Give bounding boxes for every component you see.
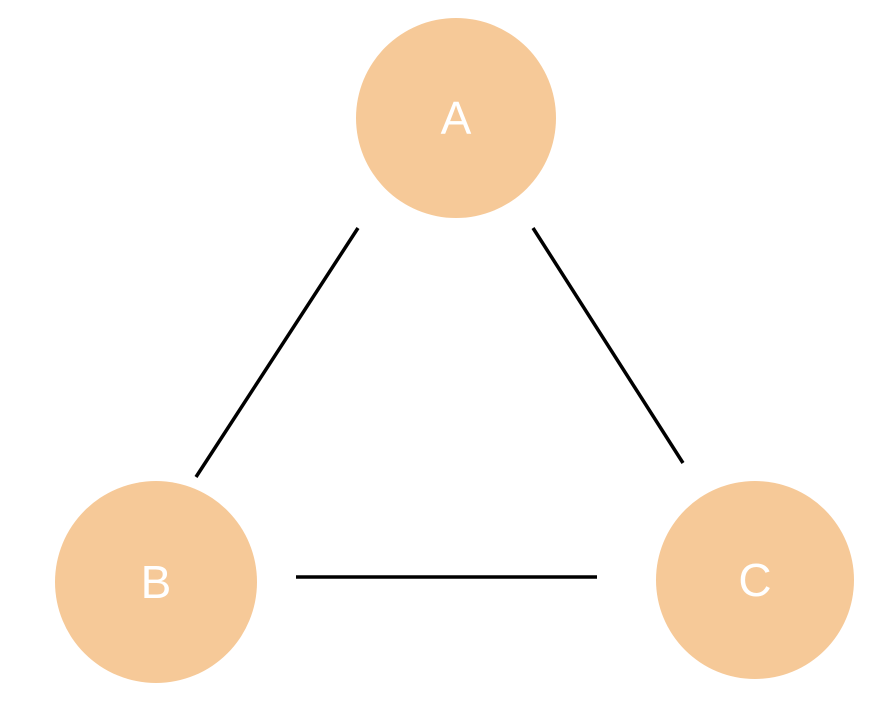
node-B-circle [55, 481, 257, 683]
node-C-label: C [738, 554, 771, 606]
node-C-circle [656, 481, 854, 679]
edge-A-B [194, 227, 360, 478]
node-C: C [656, 481, 854, 679]
node-B: B [55, 481, 257, 683]
node-A-label: A [441, 92, 472, 144]
edge-A-C [531, 227, 685, 464]
node-A-circle [356, 18, 556, 218]
node-B-label: B [141, 556, 172, 608]
node-A: A [356, 18, 556, 218]
